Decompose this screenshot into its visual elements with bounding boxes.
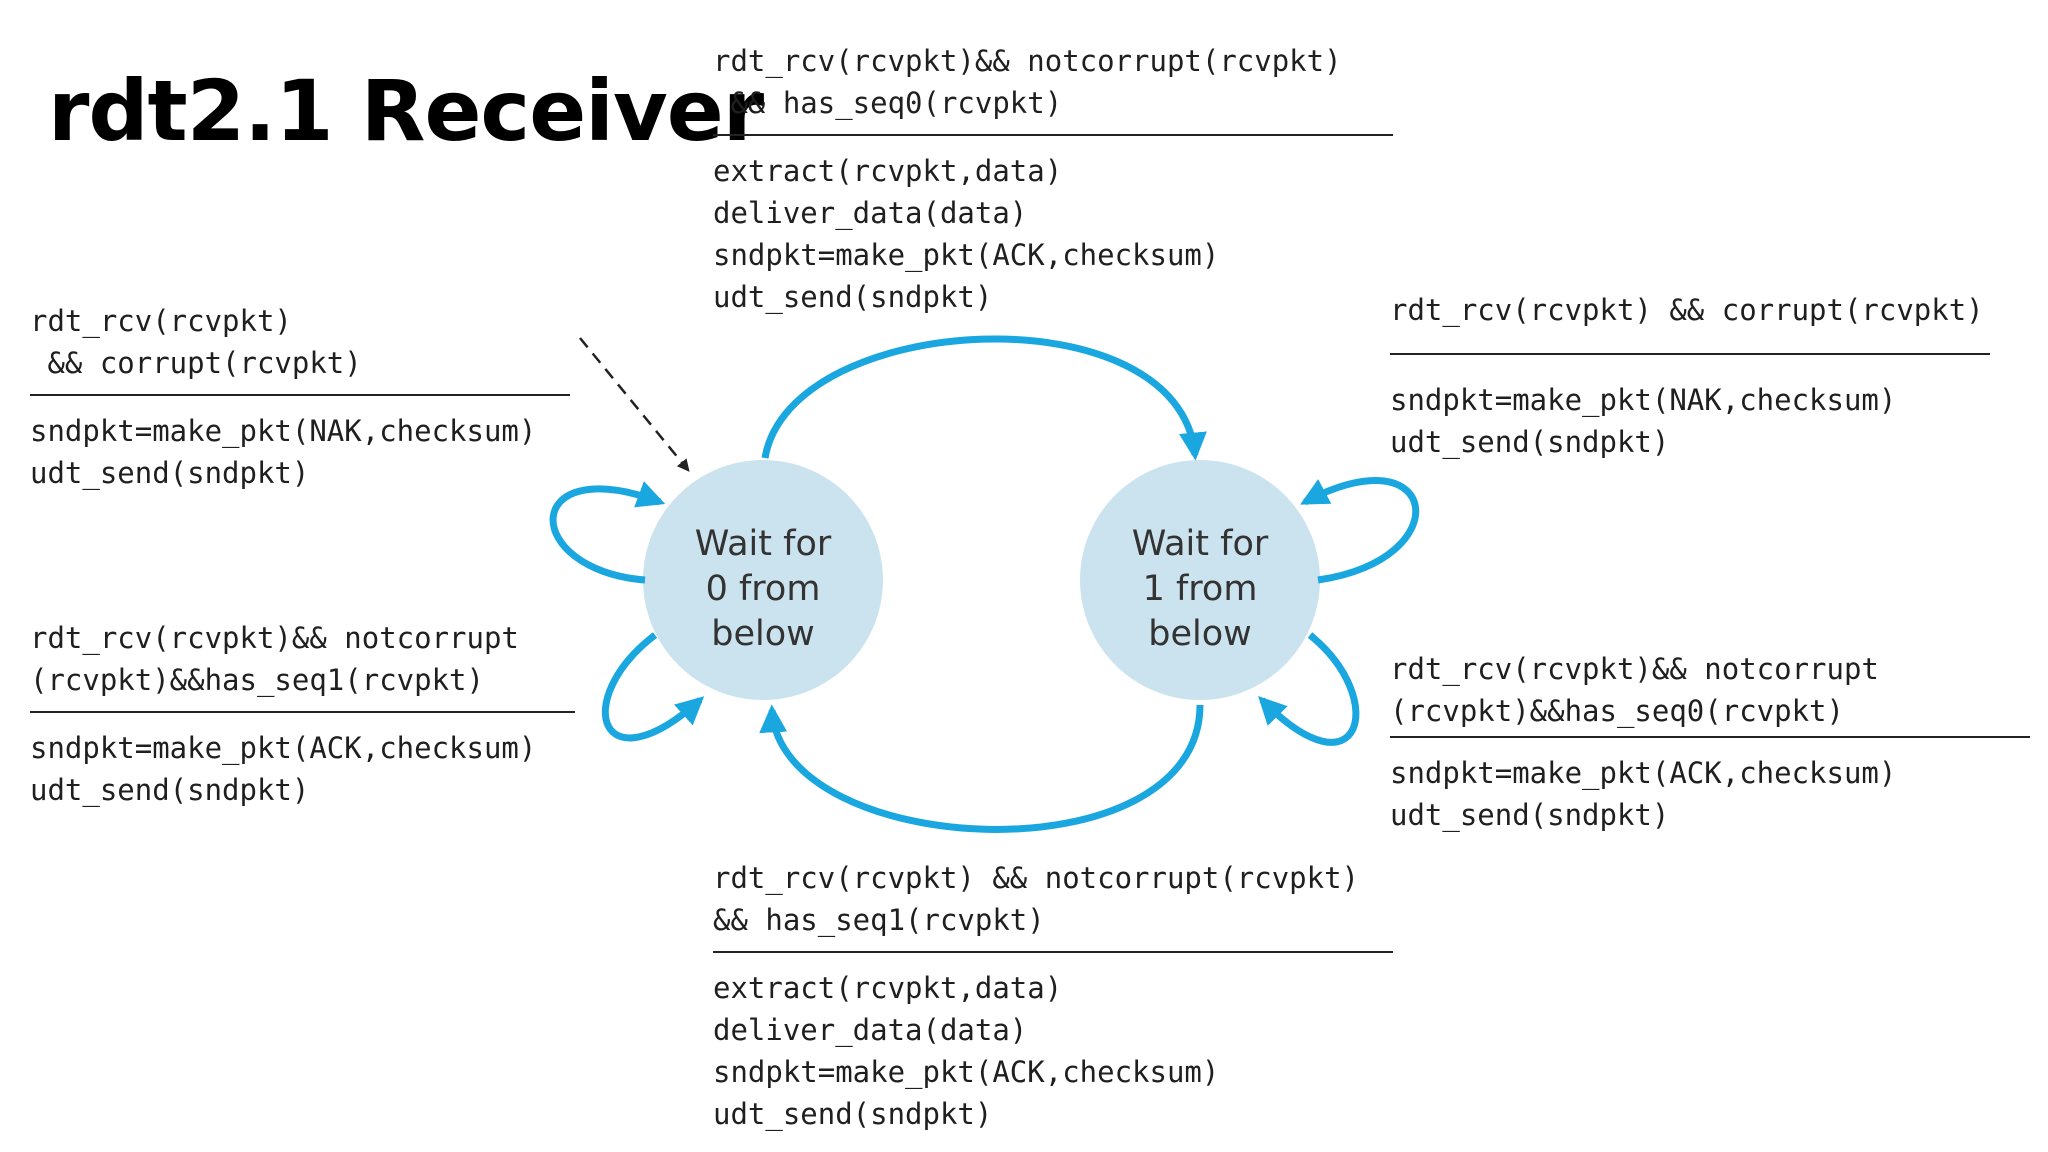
action-line: deliver_data(data) [713,1013,1028,1047]
event-line: && corrupt(rcvpkt) [30,346,362,380]
event-line: rdt_rcv(rcvpkt)&& notcorrupt(rcvpkt) [713,44,1342,78]
self-loop-right-lower [1258,632,1360,746]
event-line: && has_seq1(rcvpkt) [713,903,1045,937]
transition-arrow-top [761,335,1207,461]
event-line: rdt_rcv(rcvpkt) && notcorrupt(rcvpkt) [713,861,1360,895]
action-line: udt_send(sndpkt) [30,773,310,807]
action-line: sndpkt=make_pkt(NAK,checksum) [30,414,537,448]
state-wait0-label-1: Wait for [695,524,832,564]
event-line: rdt_rcv(rcvpkt) && corrupt(rcvpkt) [1390,293,1984,327]
action-line: sndpkt=make_pkt(ACK,checksum) [713,238,1220,272]
self-loop-left-upper [549,481,666,584]
transition-arrow-bottom [759,704,1204,833]
label-left-lower-transition: rdt_rcv(rcvpkt)&& notcorrupt (rcvpkt)&&h… [30,617,575,811]
label-left-upper-transition: rdt_rcv(rcvpkt) && corrupt(rcvpkt) sndpk… [30,300,570,494]
state-wait0-label-3: below [711,614,815,654]
label-top-transition: rdt_rcv(rcvpkt)&& notcorrupt(rcvpkt) && … [713,40,1393,318]
page-title: rdt2.1 Receiver [48,62,764,160]
action-line: udt_send(sndpkt) [713,280,993,314]
self-loop-left-lower [601,632,705,742]
state-wait1-label-3: below [1148,614,1252,654]
action-line: udt_send(sndpkt) [713,1097,993,1131]
separator-rule [1390,736,2030,738]
action-line: extract(rcvpkt,data) [713,971,1063,1005]
event-line: rdt_rcv(rcvpkt)&& notcorrupt [30,621,519,655]
state-wait1-label-2: 1 from [1143,569,1258,609]
separator-rule [1390,353,1990,355]
action-line: sndpkt=make_pkt(ACK,checksum) [30,731,537,765]
self-loop-right-upper [1300,477,1420,584]
event-line: rdt_rcv(rcvpkt)&& notcorrupt [1390,652,1879,686]
state-wait0-label-2: 0 from [706,569,821,609]
action-line: deliver_data(data) [713,196,1028,230]
action-line: sndpkt=make_pkt(NAK,checksum) [1390,383,1897,417]
label-right-upper-transition: rdt_rcv(rcvpkt) && corrupt(rcvpkt) sndpk… [1390,289,1990,463]
event-line: (rcvpkt)&&has_seq0(rcvpkt) [1390,694,1844,728]
action-line: udt_send(sndpkt) [1390,798,1670,832]
state-wait1 [1080,460,1320,700]
event-line: (rcvpkt)&&has_seq1(rcvpkt) [30,663,484,697]
initial-state-arrow [579,337,690,472]
label-right-lower-transition: rdt_rcv(rcvpkt)&& notcorrupt (rcvpkt)&&h… [1390,648,2030,836]
action-line: udt_send(sndpkt) [30,456,310,490]
action-line: sndpkt=make_pkt(ACK,checksum) [1390,756,1897,790]
separator-rule [30,394,570,396]
separator-rule [713,134,1393,136]
event-line: rdt_rcv(rcvpkt) [30,304,292,338]
state-wait0 [643,460,883,700]
state-wait1-label-1: Wait for [1132,524,1269,564]
separator-rule [713,951,1393,953]
label-bottom-transition: rdt_rcv(rcvpkt) && notcorrupt(rcvpkt) &&… [713,857,1393,1135]
event-line: && has_seq0(rcvpkt) [713,86,1063,120]
action-line: udt_send(sndpkt) [1390,425,1670,459]
separator-rule [30,711,575,713]
action-line: extract(rcvpkt,data) [713,154,1063,188]
action-line: sndpkt=make_pkt(ACK,checksum) [713,1055,1220,1089]
